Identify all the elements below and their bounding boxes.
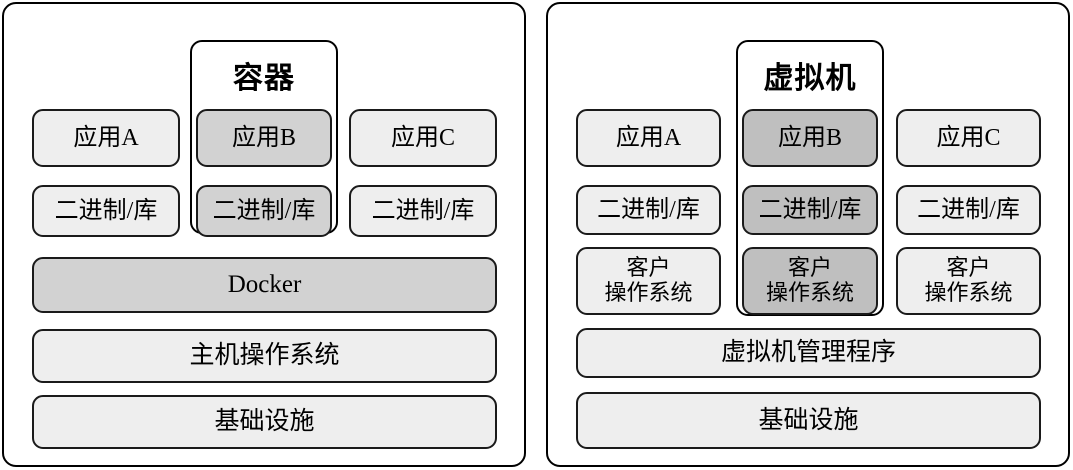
guest-os-a-box[interactable]: 客户 操作系统 [576, 247, 721, 315]
left-bins-a-box[interactable]: 二进制/库 [32, 185, 180, 237]
host-os-box[interactable]: 主机操作系统 [32, 329, 497, 383]
left-app-a-box[interactable]: 应用A [32, 109, 180, 167]
container-highlight-title: 容器 [233, 61, 295, 96]
hypervisor-box[interactable]: 虚拟机管理程序 [576, 328, 1041, 378]
right-app-b-box[interactable]: 应用B [742, 109, 878, 167]
guest-os-c-box[interactable]: 客户 操作系统 [896, 247, 1041, 315]
left-infrastructure-box[interactable]: 基础设施 [32, 395, 497, 449]
right-bins-c-box[interactable]: 二进制/库 [896, 185, 1041, 235]
vm-highlight-title: 虚拟机 [763, 61, 857, 96]
docker-engine-box[interactable]: Docker [32, 257, 497, 313]
right-app-c-box[interactable]: 应用C [896, 109, 1041, 167]
left-app-b-box[interactable]: 应用B [196, 109, 332, 167]
docker-architecture-panel: 容器 应用A 应用B 应用C 二进制/库 二进制/库 二进制/库 Docker … [2, 2, 526, 467]
left-bins-c-box[interactable]: 二进制/库 [349, 185, 497, 237]
right-infrastructure-box[interactable]: 基础设施 [576, 392, 1041, 449]
left-bins-b-box[interactable]: 二进制/库 [196, 185, 332, 237]
guest-os-b-box[interactable]: 客户 操作系统 [742, 247, 878, 315]
right-app-a-box[interactable]: 应用A [576, 109, 721, 167]
right-bins-b-box[interactable]: 二进制/库 [742, 185, 878, 235]
right-bins-a-box[interactable]: 二进制/库 [576, 185, 721, 235]
virtual-machine-architecture-panel: 虚拟机 应用A 应用B 应用C 二进制/库 二进制/库 二进制/库 客户 操作系… [546, 2, 1070, 467]
left-app-c-box[interactable]: 应用C [349, 109, 497, 167]
